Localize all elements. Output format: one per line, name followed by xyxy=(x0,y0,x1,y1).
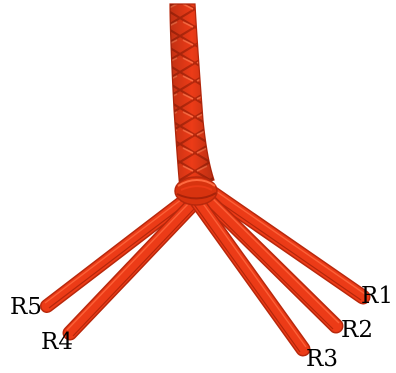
label-r1: R1 xyxy=(361,283,393,309)
braid-body xyxy=(170,4,214,190)
label-r2: R2 xyxy=(341,317,373,343)
label-r4: R4 xyxy=(41,329,73,355)
braid-knot xyxy=(175,177,217,205)
label-r5: R5 xyxy=(10,294,42,320)
label-r3: R3 xyxy=(306,346,338,372)
